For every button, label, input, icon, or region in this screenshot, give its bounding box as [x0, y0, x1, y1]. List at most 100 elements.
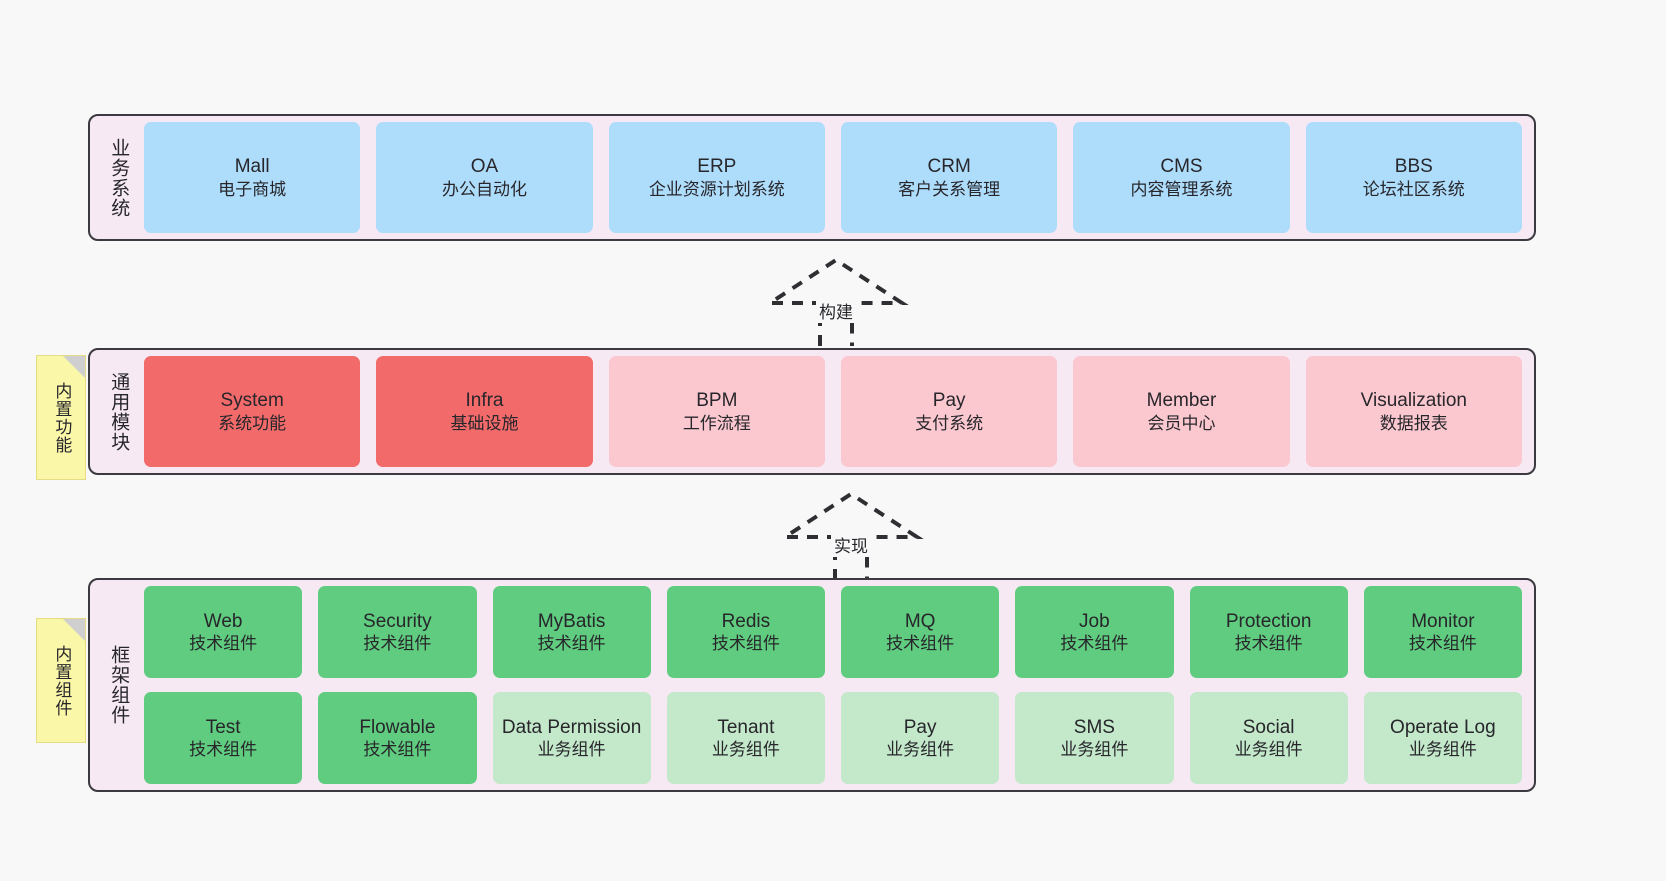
card-title-en: Monitor	[1411, 610, 1475, 632]
card-pay-component[interactable]: Pay 业务组件	[841, 692, 1000, 784]
card-cms[interactable]: CMS 内容管理系统	[1073, 122, 1290, 233]
layer-title-business: 业务系统	[108, 137, 130, 218]
card-title-en: Infra	[465, 390, 504, 412]
card-mq[interactable]: MQ 技术组件	[841, 586, 1000, 678]
card-oa[interactable]: OA 办公自动化	[376, 122, 593, 233]
card-monitor[interactable]: Monitor 技术组件	[1363, 586, 1522, 678]
card-security[interactable]: Security 技术组件	[318, 586, 477, 678]
card-pay-module[interactable]: Pay 支付系统	[840, 356, 1058, 467]
note-builtin-components: 内置组件	[36, 618, 86, 743]
realize-arrow-label: 实现	[831, 532, 871, 557]
card-member[interactable]: Member 会员中心	[1073, 356, 1290, 467]
card-title-en: Test	[205, 716, 241, 738]
card-title-en: Security	[363, 610, 432, 632]
card-test[interactable]: Test 技术组件	[144, 692, 303, 784]
card-flowable[interactable]: Flowable 技术组件	[318, 692, 477, 784]
card-title-cn: 技术组件	[363, 634, 432, 654]
card-redis[interactable]: Redis 技术组件	[666, 586, 825, 678]
card-title-cn: 电子商城	[218, 179, 287, 199]
note-text: 内置组件	[52, 644, 72, 717]
layer-cards-modules: System 系统功能 Infra 基础设施 BPM 工作流程 Pay 支付系统…	[140, 356, 1526, 467]
card-title-cn: 数据报表	[1379, 413, 1448, 433]
layer-title-framework: 框架组件	[108, 645, 130, 725]
build-arrow-label: 构建	[816, 298, 856, 323]
card-protection[interactable]: Protection 技术组件	[1189, 586, 1348, 678]
card-title-cn: 基础设施	[450, 413, 519, 433]
card-title-en: CMS	[1160, 156, 1203, 178]
card-title-en: OA	[470, 156, 499, 178]
card-title-en: Visualization	[1360, 390, 1467, 412]
card-title-en: CRM	[927, 156, 971, 178]
card-title-en: Member	[1146, 390, 1217, 412]
card-title-cn: 技术组件	[537, 634, 606, 654]
card-row: Mall 电子商城 OA 办公自动化 ERP 企业资源计划系统 CRM 客户关系…	[144, 122, 1522, 233]
card-title-en: BPM	[696, 390, 738, 412]
card-mybatis[interactable]: MyBatis 技术组件	[492, 586, 651, 678]
card-title-cn: 业务组件	[1234, 740, 1303, 760]
card-title-en: Pay	[903, 716, 937, 738]
card-title-cn: 业务组件	[886, 740, 955, 760]
card-title-cn: 业务组件	[1408, 740, 1477, 760]
card-web[interactable]: Web 技术组件	[144, 586, 303, 678]
card-title-en: Operate Log	[1390, 716, 1496, 738]
card-title-en: System	[220, 390, 284, 412]
card-title-en: ERP	[697, 156, 737, 178]
card-bpm[interactable]: BPM 工作流程	[608, 356, 825, 467]
note-builtin-functions: 内置功能	[36, 355, 86, 480]
card-title-cn: 内容管理系统	[1130, 179, 1233, 199]
card-title-cn: 支付系统	[915, 413, 984, 433]
card-title-en: Pay	[932, 390, 966, 412]
card-title-cn: 论坛社区系统	[1362, 179, 1465, 199]
card-erp[interactable]: ERP 企业资源计划系统	[608, 122, 825, 233]
card-row: Test 技术组件 Flowable 技术组件 Data Permission …	[144, 692, 1522, 784]
card-title-cn: 系统功能	[218, 413, 287, 433]
card-infra[interactable]: Infra 基础设施	[376, 356, 593, 467]
card-crm[interactable]: CRM 客户关系管理	[840, 122, 1058, 233]
card-title-cn: 技术组件	[711, 634, 780, 654]
card-title-en: Job	[1079, 610, 1110, 632]
card-row: System 系统功能 Infra 基础设施 BPM 工作流程 Pay 支付系统…	[144, 356, 1522, 467]
card-title-en: Flowable	[359, 716, 436, 738]
card-title-en: Mall	[234, 156, 270, 178]
realize-arrow: 实现	[775, 490, 927, 582]
card-mall[interactable]: Mall 电子商城	[144, 122, 361, 233]
card-title-en: SMS	[1073, 716, 1115, 738]
card-title-cn: 技术组件	[1234, 634, 1303, 654]
card-title-cn: 会员中心	[1147, 413, 1216, 433]
card-title-cn: 技术组件	[189, 740, 258, 760]
card-title-cn: 业务组件	[537, 740, 606, 760]
card-title-cn: 业务组件	[711, 740, 780, 760]
card-title-cn: 技术组件	[363, 740, 432, 760]
card-title-en: Web	[203, 610, 243, 632]
card-social[interactable]: Social 业务组件	[1189, 692, 1348, 784]
card-title-cn: 企业资源计划系统	[648, 179, 785, 199]
card-title-cn: 技术组件	[886, 634, 955, 654]
card-data-permission[interactable]: Data Permission 业务组件	[492, 692, 651, 784]
card-title-en: MQ	[904, 610, 936, 632]
build-arrow: 构建	[760, 256, 912, 348]
card-row: Web 技术组件 Security 技术组件 MyBatis 技术组件 Redi…	[144, 586, 1522, 678]
card-title-cn: 办公自动化	[441, 179, 527, 199]
card-title-cn: 客户关系管理	[898, 179, 1001, 199]
card-visualization[interactable]: Visualization 数据报表	[1305, 356, 1522, 467]
card-operate-log[interactable]: Operate Log 业务组件	[1363, 692, 1522, 784]
card-title-en: MyBatis	[537, 610, 606, 632]
card-title-cn: 业务组件	[1060, 740, 1129, 760]
card-tenant[interactable]: Tenant 业务组件	[666, 692, 825, 784]
card-title-cn: 技术组件	[1060, 634, 1129, 654]
note-fold-icon	[63, 619, 85, 641]
layer-common-modules: 通用模块 System 系统功能 Infra 基础设施 BPM 工作流程 Pay…	[88, 348, 1536, 475]
card-system[interactable]: System 系统功能	[144, 356, 361, 467]
card-title-cn: 工作流程	[682, 413, 751, 433]
card-title-cn: 技术组件	[1408, 634, 1477, 654]
note-fold-icon	[63, 356, 85, 378]
card-title-en: Social	[1242, 716, 1295, 738]
layer-framework-components: 框架组件 Web 技术组件 Security 技术组件 MyBatis 技术组件…	[88, 578, 1536, 792]
card-job[interactable]: Job 技术组件	[1015, 586, 1174, 678]
card-bbs[interactable]: BBS 论坛社区系统	[1305, 122, 1522, 233]
layer-cards-business: Mall 电子商城 OA 办公自动化 ERP 企业资源计划系统 CRM 客户关系…	[140, 122, 1526, 233]
card-sms[interactable]: SMS 业务组件	[1015, 692, 1174, 784]
layer-business-systems: 业务系统 Mall 电子商城 OA 办公自动化 ERP 企业资源计划系统 CRM…	[88, 114, 1536, 241]
layer-cards-framework: Web 技术组件 Security 技术组件 MyBatis 技术组件 Redi…	[140, 586, 1526, 784]
